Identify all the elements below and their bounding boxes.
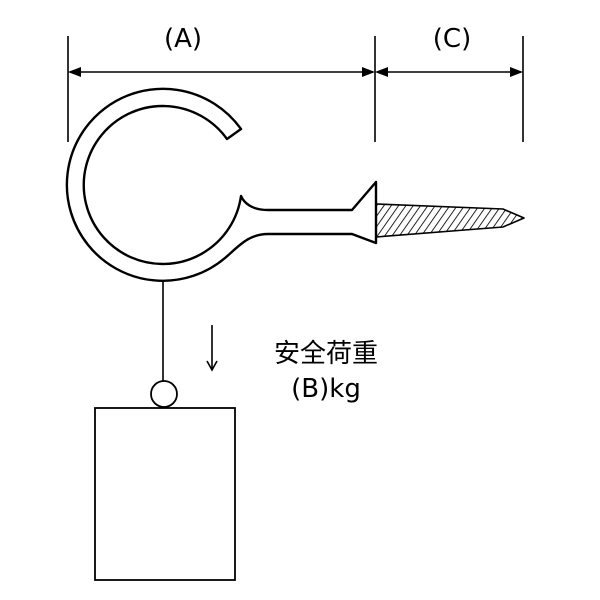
dimension-a-arrow-left	[68, 67, 81, 77]
down-arrow-head	[206, 360, 218, 372]
dimension-c-arrow-left	[375, 67, 388, 77]
dimension-c-arrow-right	[510, 67, 523, 77]
safe-load-label: 安全荷重	[274, 339, 378, 369]
dimension-c: (C)	[375, 24, 523, 77]
dimension-a-arrow-right	[362, 67, 375, 77]
hanging-ball	[150, 380, 178, 408]
down-arrow-icon	[206, 325, 218, 372]
hook-body	[65, 87, 378, 282]
screw-thread	[375, 203, 525, 238]
dimension-a: (A)	[68, 24, 375, 77]
safe-load-value-label: (B)kg	[291, 374, 361, 404]
dimension-c-label: (C)	[433, 24, 471, 54]
load-weight-box	[94, 407, 236, 581]
dimension-a-label: (A)	[164, 24, 202, 54]
